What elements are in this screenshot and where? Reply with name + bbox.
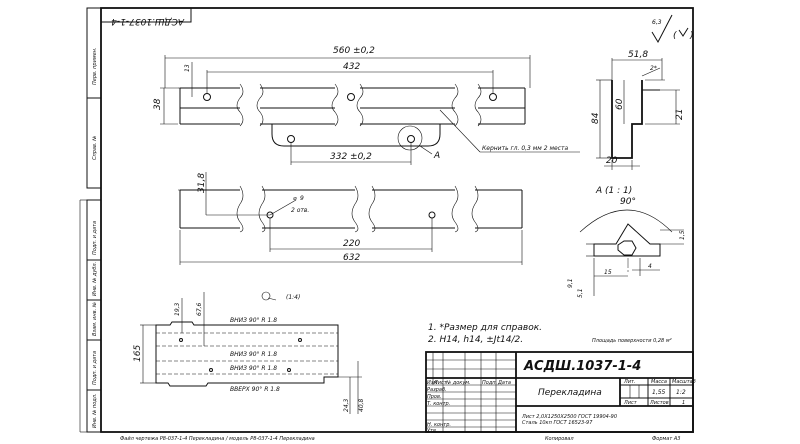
svg-text:(: ( [673, 31, 677, 41]
side-podp2-label: Подп. и дата [92, 351, 98, 385]
view-a: А (1 : 1) 90° 1,5 9,1 5,1 15 4 [567, 186, 686, 298]
bend-3: ВНИЗ 90° R 1.8 [230, 365, 277, 372]
hole-note-line1: 9 [300, 195, 304, 202]
tb-hdr-masshtab: Масштаб [672, 379, 696, 385]
scale: 1:2 [676, 389, 686, 396]
tb-hdr-lit: Лит. [623, 379, 636, 385]
dim-560: 560 ±0,2 [333, 46, 375, 56]
note-2: 2. H14, h14, ±Jt14/2. [428, 335, 523, 345]
flat-pattern: (1:4) ВНИЗ 90° R 1.8 ВНИЗ 90° R 1.8 ВНИЗ… [133, 291, 365, 414]
side-podp1-label: Подп. и дата [92, 221, 98, 255]
dim-332: 332 ±0,2 [330, 152, 372, 162]
dim-24-3: 24,3 [343, 398, 350, 412]
bend-2: ВНИЗ 90° R 1.8 [230, 351, 277, 358]
dim-13: 13 [184, 64, 191, 72]
dim-9-1: 9,1 [567, 278, 574, 288]
front-view: А 560 ±0,2 432 13 38 332 ±0,2 Кернить гл… [153, 46, 580, 165]
tb-col-doc: № докум. [445, 380, 471, 386]
dim-19-3: 19,3 [174, 302, 181, 316]
top-stamp: АСДШ.1037-1-4 [100, 7, 192, 26]
top-view: ⌀ 9 2 отв. 31,8 220 632 [178, 172, 523, 265]
tb-row-tkontr: Т. контр. [427, 401, 450, 407]
view-a-label: А (1 : 1) [595, 186, 632, 196]
dim-40-8: 40,8 [358, 398, 365, 412]
hole-note-dia: ⌀ [293, 195, 297, 202]
roughness-value: 6,3 [652, 19, 662, 26]
tb-sheet-label: Лист [623, 400, 638, 406]
hole-note-line2: 2 отв. [291, 207, 309, 214]
designation: АСДШ.1037-1-4 [523, 359, 641, 374]
tb-sheets-count: 1 [682, 400, 685, 406]
dim-5-1: 5,1 [577, 288, 584, 298]
svg-text:): ) [689, 31, 694, 41]
footer-format: Формат А3 [652, 436, 680, 442]
title-block: Изм Лист № докум. Подп. Дата Разраб. Про… [425, 351, 696, 434]
bend-1: ВНИЗ 90° R 1.8 [230, 317, 277, 324]
side-profile: 51,8 2* 84 60 21 20 [591, 50, 685, 170]
section-a-marker: А [433, 151, 440, 161]
dim-165: 165 [133, 345, 143, 362]
tb-row-razrab: Разраб. [427, 387, 447, 393]
flat-view-label: (1:4) [286, 294, 300, 301]
tb-row-utv: Утв. [427, 428, 438, 434]
footer: Файл чертежа Р8-037-1-4 Перекладина / мо… [120, 436, 680, 442]
dim-31-8: 31,8 [197, 173, 207, 193]
dim-4: 4 [648, 263, 652, 270]
tb-hdr-massa: Масса [651, 379, 667, 385]
note-1: 1. *Размер для справок. [428, 323, 542, 333]
dim-432: 432 [343, 62, 360, 72]
tb-col-sign: Подп. [482, 380, 497, 386]
footer-file: Файл чертежа Р8-037-1-4 Перекладина / мо… [120, 436, 315, 442]
tb-row-nkontr: Н. контр. [427, 422, 451, 428]
notes: 1. *Размер для справок. 2. H14, h14, ±Jt… [428, 323, 672, 345]
side-inv-dubl-label: Инв. № дубл. [92, 262, 98, 296]
mass: 1,55 [652, 389, 666, 396]
tb-row-prov: Пров. [427, 394, 442, 400]
side-perv-label: Перв. примен. [92, 47, 98, 85]
side-inv-podl-label: Инв. № подл. [92, 394, 98, 429]
footer-copied: Копировал [545, 436, 574, 442]
tb-col-list: Лист [433, 380, 448, 386]
top-stamp-text: АСДШ.1037-1-4 [111, 16, 185, 26]
dim-67-6: 67,6 [196, 302, 203, 316]
dim-220: 220 [343, 239, 360, 249]
dim-1-5: 1,5 [679, 230, 686, 240]
dim-90-a: 90° [620, 197, 636, 207]
dim-51-8: 51,8 [628, 50, 648, 60]
side-sprav-label: Справ. № [92, 136, 98, 160]
side-vzam-label: Взам. инв. № [92, 302, 98, 336]
part-name: Перекладина [538, 388, 602, 398]
material-line2: Сталь 10кп ГОСТ 16523-97 [522, 420, 593, 426]
roughness-symbol: 6,3 ( ) [651, 14, 694, 44]
dim-2: 2* [650, 65, 657, 72]
tb-col-izm: Изм [427, 380, 437, 386]
dim-38: 38 [153, 98, 163, 110]
notch-note: Кернить гл. 0,3 мм 2 места [482, 145, 568, 152]
side-strip: Перв. примен. Справ. № Подп. и дата Инв.… [79, 7, 102, 433]
surface-area: Площадь поверхности 0,28 м² [592, 338, 672, 344]
tb-sheets-label: Листов [649, 400, 669, 406]
bend-4: ВВЕРХ 90° R 1.8 [230, 386, 280, 393]
material-line1: Лист 2,0Х1250Х2500 ГОСТ 19904-90 [521, 414, 617, 420]
dim-21: 21 [675, 109, 685, 120]
tb-col-date: Дата [497, 380, 511, 386]
dim-84: 84 [591, 112, 601, 124]
dim-632: 632 [343, 253, 360, 263]
dim-60: 60 [615, 98, 625, 110]
dim-15: 15 [604, 269, 612, 276]
dim-20: 20 [606, 156, 618, 166]
